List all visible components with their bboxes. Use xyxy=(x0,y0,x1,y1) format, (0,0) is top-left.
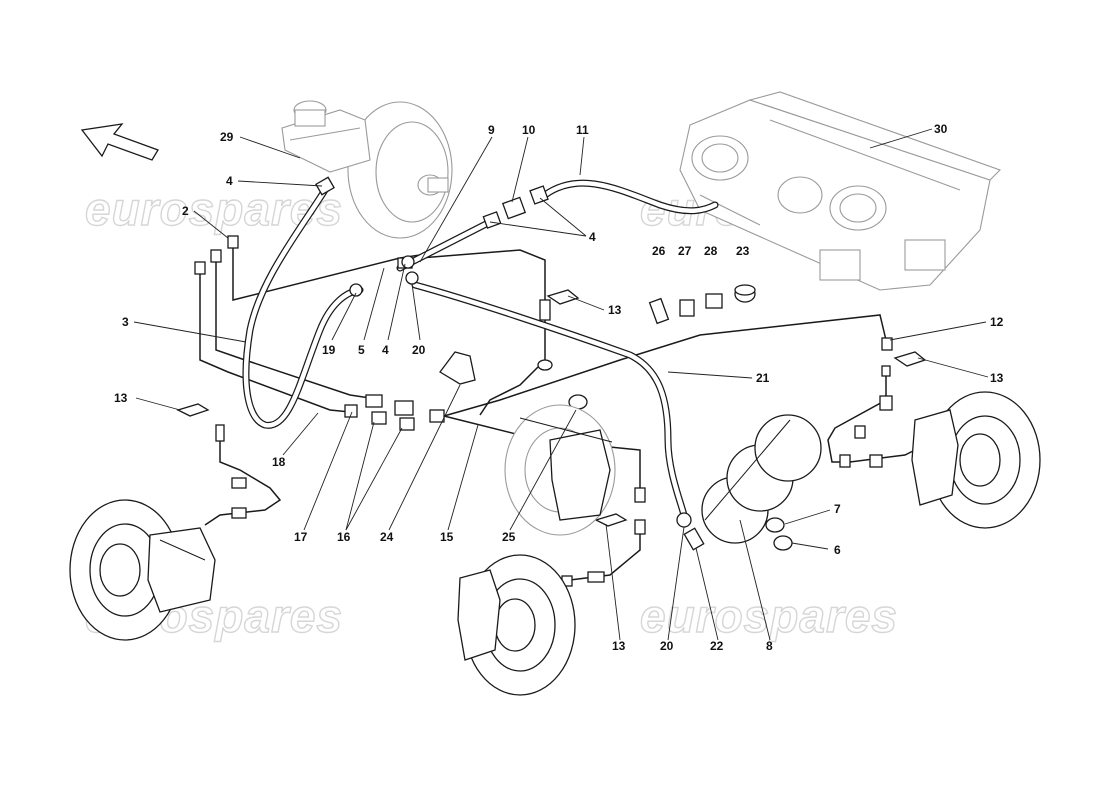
callout-29: 29 xyxy=(220,130,234,144)
callout-25: 25 xyxy=(502,530,516,544)
callout-30: 30 xyxy=(934,122,948,136)
callout-23: 23 xyxy=(736,244,750,258)
callout-17: 17 xyxy=(294,530,308,544)
brake-disc-left xyxy=(69,499,216,641)
arrow-up-left-icon xyxy=(80,123,159,161)
callout-26: 26 xyxy=(652,244,666,258)
callout-21: 21 xyxy=(756,371,770,385)
accumulator-spheres xyxy=(701,414,822,544)
callout-18: 18 xyxy=(272,455,286,469)
leader-lines xyxy=(133,128,989,641)
watermark-top-left: eurospares xyxy=(85,183,343,235)
callout-12: 12 xyxy=(990,315,1004,329)
callout-19: 19 xyxy=(322,343,336,357)
callout-labels: 29 4 2 9 10 11 30 4 26 27 28 23 13 3 19 … xyxy=(114,122,1004,653)
callout-9: 9 xyxy=(488,123,495,137)
callout-13-bottom: 13 xyxy=(612,639,626,653)
callout-20-bottom: 20 xyxy=(660,639,674,653)
callout-5: 5 xyxy=(358,343,365,357)
callout-8: 8 xyxy=(766,639,773,653)
callout-3: 3 xyxy=(122,315,129,329)
intake-manifold xyxy=(679,91,1002,291)
callout-16: 16 xyxy=(337,530,351,544)
callout-13-right: 13 xyxy=(990,371,1004,385)
callout-10: 10 xyxy=(522,123,536,137)
callout-27: 27 xyxy=(678,244,692,258)
callout-6: 6 xyxy=(834,543,841,557)
callout-13-left: 13 xyxy=(114,391,128,405)
callout-11: 11 xyxy=(576,123,589,137)
callout-2: 2 xyxy=(182,204,189,218)
callout-4-mid: 4 xyxy=(382,343,389,357)
callout-28: 28 xyxy=(704,244,718,258)
callout-7: 7 xyxy=(834,502,841,516)
small-parts xyxy=(648,284,756,325)
brake-pipes xyxy=(199,245,916,581)
callout-13-top: 13 xyxy=(608,303,622,317)
callout-20-mid: 20 xyxy=(412,343,426,357)
clips xyxy=(176,289,927,527)
callout-4-right: 4 xyxy=(589,230,596,244)
brake-disc-center-rear xyxy=(504,404,616,536)
callout-22: 22 xyxy=(710,639,724,653)
bracket-part xyxy=(439,351,476,385)
callout-4-top: 4 xyxy=(226,174,233,188)
brake-disc-center xyxy=(457,554,576,696)
callout-24: 24 xyxy=(380,530,394,544)
callout-15: 15 xyxy=(440,530,454,544)
brake-booster xyxy=(281,100,453,239)
brake-disc-right xyxy=(911,391,1041,529)
brake-hoses xyxy=(242,179,719,519)
